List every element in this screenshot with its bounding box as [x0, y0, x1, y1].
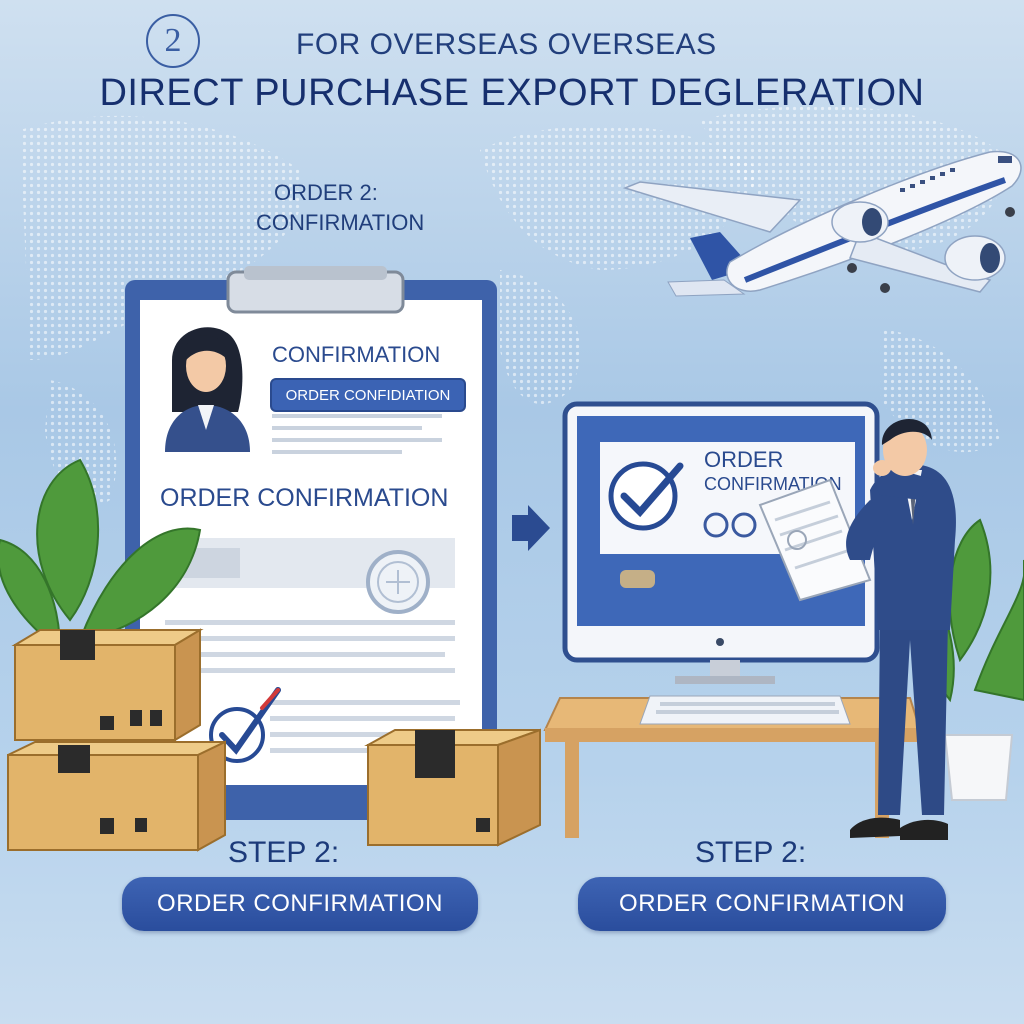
order-step-line1: Order 2: [274, 180, 378, 205]
clipboard-title: Confirmation [272, 342, 441, 367]
avatar [165, 327, 250, 452]
clipboard-badge-label: Order Confidiation [285, 386, 451, 404]
left-order-confirmation-button[interactable]: Order Confirmation [122, 877, 478, 931]
left-step-caption: Step 2: [228, 836, 340, 869]
step-number-icon: 2 [146, 14, 200, 68]
right-order-confirmation-button[interactable]: Order Confirmation [578, 877, 946, 931]
order-step-line2: Confirmation [256, 210, 425, 235]
stamp-icon [366, 550, 430, 614]
clipboard-badge: Order Confidiation [270, 378, 466, 412]
right-step-caption: Step 2: [695, 836, 807, 869]
clipboard-heading: Order Confirmation [160, 484, 449, 512]
monitor-heading-line1: Order [704, 447, 784, 472]
page-title: Direct Purchase Export Degleration [99, 72, 925, 114]
header-subtitle: For Overseas Overseas [296, 28, 717, 61]
order-step-label: Order 2: Confirmation [256, 178, 424, 238]
